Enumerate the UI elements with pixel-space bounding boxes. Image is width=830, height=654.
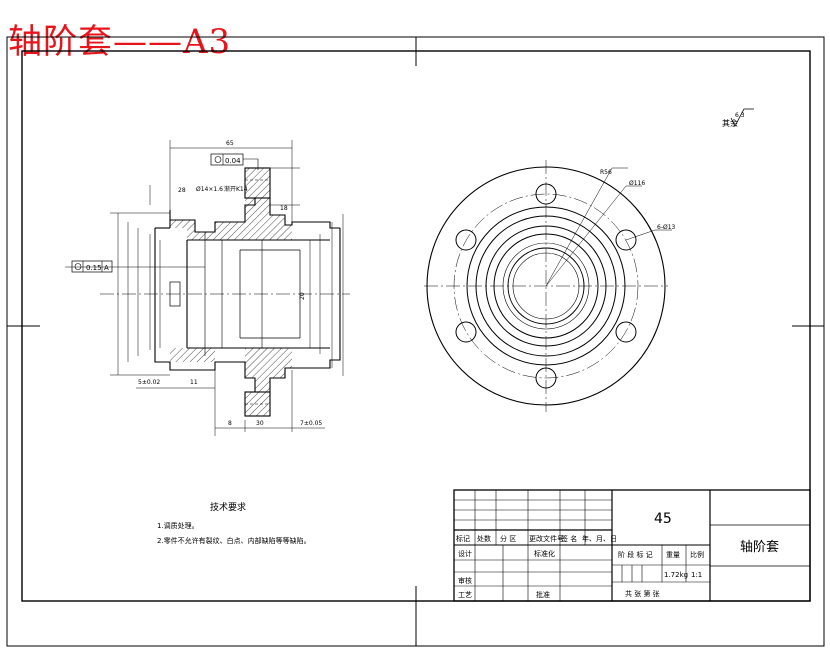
technical-requirements: 技术要求 1.调质处理。 2.零件不允许有裂纹、白点、内部缺陷等等缺陷。 bbox=[157, 501, 311, 545]
end-view-dimensions bbox=[545, 167, 672, 287]
tb-material: 45 bbox=[654, 511, 672, 527]
end-view bbox=[424, 160, 668, 412]
dim-pcd: Ø116 bbox=[629, 180, 645, 187]
tb-standardization: 标准化 bbox=[534, 549, 555, 558]
tb-weight-label: 重量 bbox=[666, 551, 680, 559]
dim-8: 8 bbox=[228, 420, 232, 427]
section-hatching bbox=[170, 168, 292, 416]
tb-scale-label: 比例 bbox=[690, 550, 704, 559]
tb-design: 设计 bbox=[458, 549, 472, 558]
roughness-note: 其余 bbox=[722, 118, 738, 128]
tb-scale: 1:1 bbox=[691, 571, 702, 579]
tb-sheets: 共 张 第 张 bbox=[625, 589, 660, 598]
section-dimensions bbox=[65, 140, 344, 436]
end-view-dimension-text: R56 Ø116 6-Ø13 bbox=[600, 169, 676, 231]
tb-header-3: 更改文件号 bbox=[529, 534, 564, 543]
runout-datum: A bbox=[104, 264, 109, 272]
roughness-symbol: 其余 6.3 bbox=[722, 108, 754, 128]
tech-req-heading: 技术要求 bbox=[210, 501, 246, 513]
title-block-text: 标记 处数 分 区 更改文件号 签 名 年、月、日 设计 标准化 审核 工艺 批… bbox=[456, 511, 779, 599]
tech-req-item-1: 1.调质处理。 bbox=[157, 521, 199, 530]
runout-frame: 0.15 A bbox=[71, 260, 113, 273]
tech-req-item-2: 2.零件不允许有裂纹、白点、内部缺陷等等缺陷。 bbox=[157, 536, 311, 545]
dim-18: 18 bbox=[280, 205, 288, 212]
dim-20: 20 bbox=[299, 292, 306, 300]
tb-header-0: 标记 bbox=[456, 534, 470, 543]
tb-stage-mark: 阶 段 标 记 bbox=[618, 550, 653, 559]
tb-header-1: 处数 bbox=[477, 534, 491, 543]
sheet-border bbox=[6, 36, 825, 647]
dim-r56: R56 bbox=[600, 169, 612, 176]
tb-approve: 批准 bbox=[536, 590, 550, 599]
tb-header-2: 分 区 bbox=[500, 534, 516, 543]
title-block bbox=[453, 489, 811, 602]
roughness-value: 6.3 bbox=[735, 112, 745, 119]
section-dimension-text: 65 5±0.02 11 8 30 7±0.05 18 28 Ø14×1.6 渐… bbox=[138, 140, 322, 427]
tb-review: 审核 bbox=[458, 576, 472, 585]
runout-value: 0.15 bbox=[86, 264, 102, 272]
tb-header-4: 签 名 bbox=[561, 534, 577, 543]
dim-28: 28 bbox=[178, 187, 186, 194]
tb-weight: 1.72kg bbox=[664, 571, 688, 579]
dim-chamfer-right: 7±0.05 bbox=[300, 420, 322, 427]
perpendicularity-value: 0.04 bbox=[225, 157, 241, 165]
drawing-title: 轴阶套——A3 bbox=[8, 22, 232, 62]
spline-note: 渐开K14 bbox=[224, 185, 248, 193]
dim-chamfer-left: 5±0.02 bbox=[138, 379, 160, 386]
dim-hole-pattern: 6-Ø13 bbox=[657, 224, 676, 231]
tb-header-5: 年、月、日 bbox=[582, 534, 617, 543]
perpendicularity-frame: 0.04 bbox=[210, 153, 259, 170]
dim-11: 11 bbox=[190, 379, 198, 386]
bolt-holes bbox=[455, 183, 637, 389]
tb-process: 工艺 bbox=[458, 591, 472, 599]
gear-note: Ø14×1.6 bbox=[196, 186, 223, 193]
tb-part-name: 轴阶套 bbox=[740, 539, 779, 555]
dim-30: 30 bbox=[256, 420, 264, 427]
dim-overall-length: 65 bbox=[226, 140, 234, 147]
